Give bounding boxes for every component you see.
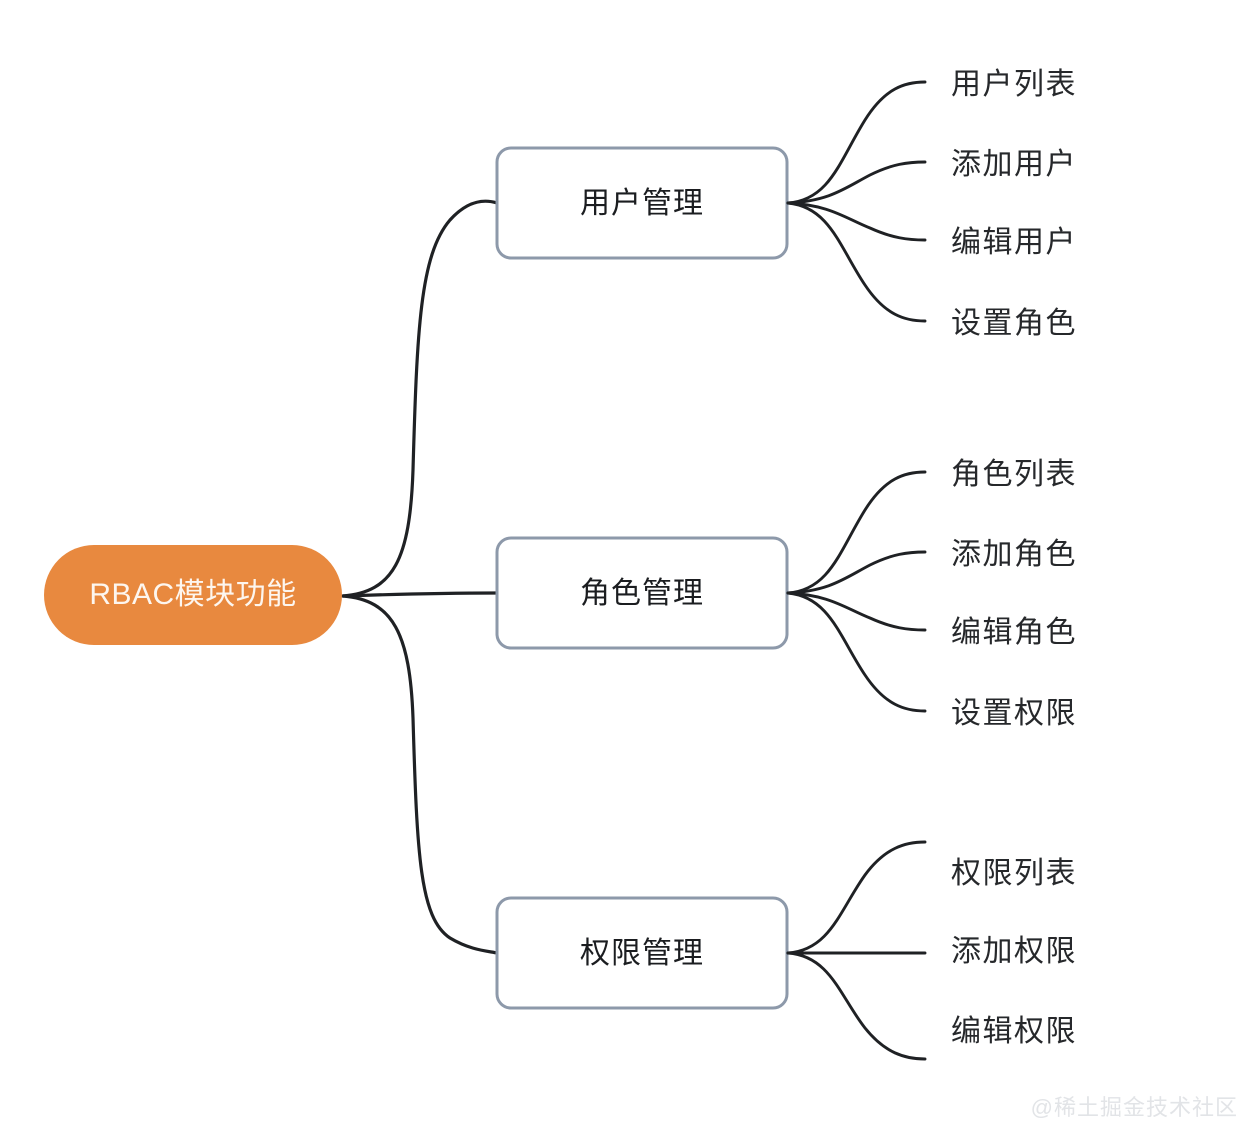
leaf-label-2-2[interactable]: 编辑权限 bbox=[951, 1015, 1077, 1048]
edge-root-to-branch-1 bbox=[341, 591, 499, 598]
branch-1-leaves: 角色列表 添加角色 编辑角色 设置权限 bbox=[951, 458, 1077, 730]
leaf-label-0-0[interactable]: 用户列表 bbox=[951, 68, 1077, 101]
edge-branch-1-leaf-0 bbox=[786, 470, 927, 595]
edge-branch-2-leaf-2 bbox=[786, 951, 927, 1061]
leaf-label-1-1[interactable]: 添加角色 bbox=[951, 538, 1077, 571]
edge-root-to-branch-2 bbox=[341, 594, 499, 955]
leaf-label-2-0[interactable]: 权限列表 bbox=[951, 857, 1077, 890]
leaf-label-1-3[interactable]: 设置权限 bbox=[951, 697, 1077, 730]
edge-branch-1-leaf-1 bbox=[786, 550, 927, 595]
branch-2-leaf-edges bbox=[786, 840, 927, 1061]
root-edges bbox=[341, 199, 499, 955]
branch-0-leaf-edges bbox=[786, 80, 927, 323]
edge-branch-0-leaf-2 bbox=[786, 201, 927, 242]
edge-branch-2-leaf-0 bbox=[786, 840, 927, 955]
edge-branch-0-leaf-1 bbox=[786, 160, 927, 205]
leaf-label-1-0[interactable]: 角色列表 bbox=[951, 458, 1077, 491]
leaf-label-0-2[interactable]: 编辑用户 bbox=[951, 226, 1077, 259]
root-node-shape bbox=[44, 545, 342, 645]
edge-branch-0-leaf-0 bbox=[786, 80, 927, 205]
leaf-label-0-3[interactable]: 设置角色 bbox=[951, 307, 1077, 340]
leaf-label-1-2[interactable]: 编辑角色 bbox=[951, 616, 1077, 649]
branch-node-0[interactable]: 用户管理 bbox=[495, 146, 789, 260]
root-node-label: RBAC模块功能 bbox=[89, 578, 296, 611]
branch-node-1[interactable]: 角色管理 bbox=[495, 536, 789, 650]
branch-label-2: 权限管理 bbox=[580, 937, 704, 970]
root-node[interactable]: RBAC模块功能 bbox=[44, 545, 342, 645]
branch-label-1: 角色管理 bbox=[580, 577, 704, 610]
leaf-label-2-1[interactable]: 添加权限 bbox=[951, 935, 1077, 968]
branch-node-2[interactable]: 权限管理 bbox=[495, 896, 789, 1010]
branch-2-leaves: 权限列表 添加权限 编辑权限 bbox=[951, 857, 1077, 1048]
edge-branch-1-leaf-3 bbox=[786, 591, 927, 713]
edge-branch-1-leaf-2 bbox=[786, 591, 927, 632]
edge-root-to-branch-0 bbox=[341, 199, 499, 598]
branch-1-leaf-edges bbox=[786, 470, 927, 713]
branch-label-0: 用户管理 bbox=[580, 187, 704, 220]
watermark: @稀土掘金技术社区 bbox=[1031, 1095, 1238, 1120]
leaf-label-0-1[interactable]: 添加用户 bbox=[951, 148, 1077, 181]
edge-branch-0-leaf-3 bbox=[786, 201, 927, 323]
branch-0-leaves: 用户列表 添加用户 编辑用户 设置角色 bbox=[951, 68, 1077, 340]
